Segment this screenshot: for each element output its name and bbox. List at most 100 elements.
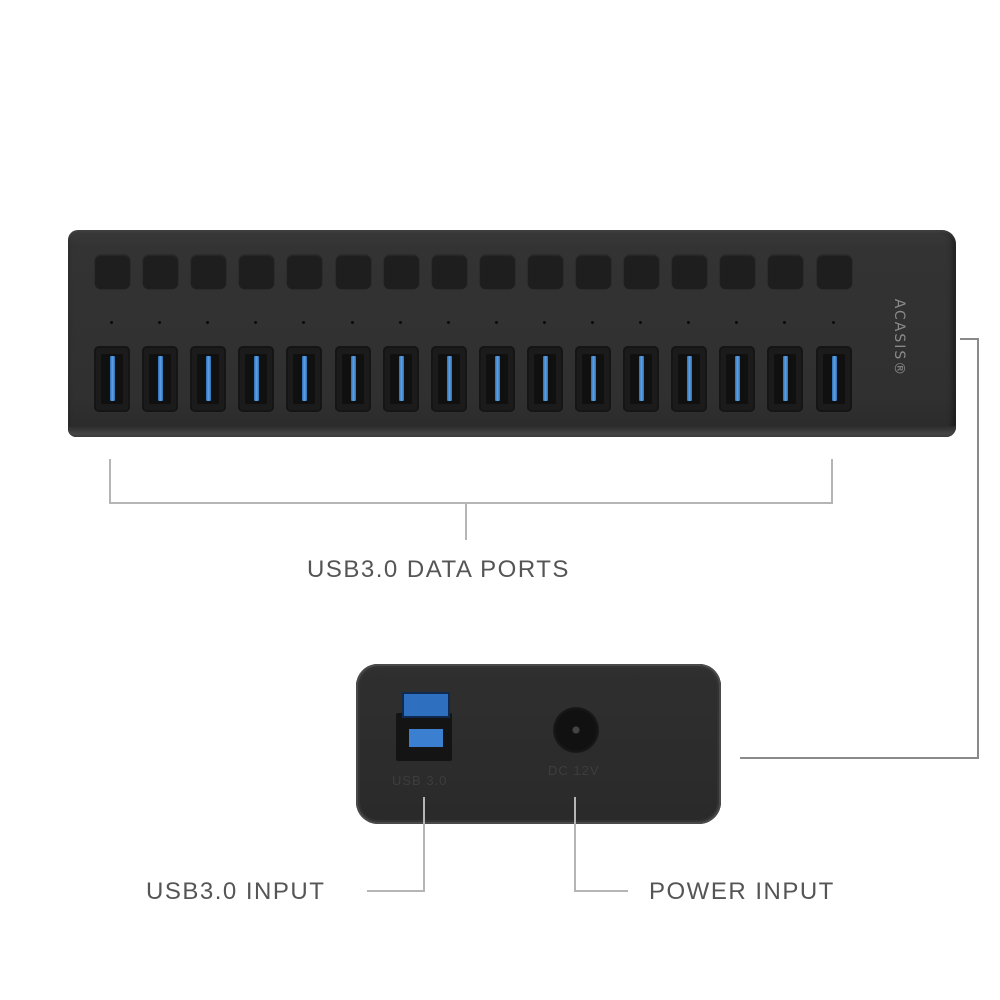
- usb-port-opening: [533, 354, 556, 404]
- usb-input-label: USB3.0 INPUT: [146, 878, 326, 905]
- usb-port-opening: [341, 354, 364, 404]
- port-power-switch-5[interactable]: [287, 255, 323, 289]
- port-led-8: [446, 321, 450, 324]
- bracket-stem-line: [465, 504, 467, 540]
- usb-port-13[interactable]: [671, 346, 708, 412]
- usb-port-tongue: [206, 356, 212, 401]
- usb-port-tongue: [783, 356, 789, 401]
- bracket-left-line: [109, 459, 111, 504]
- port-power-switch-15[interactable]: [768, 255, 804, 289]
- usb-port-opening: [101, 354, 123, 404]
- port-led-2: [158, 321, 162, 324]
- port-led-14: [735, 321, 739, 324]
- port-led-6: [350, 321, 354, 324]
- usb-port-15[interactable]: [767, 346, 804, 412]
- port-power-switch-8[interactable]: [431, 255, 467, 289]
- usb-port-tongue: [542, 356, 548, 401]
- usb-port-7[interactable]: [382, 346, 419, 412]
- power-input-horizontal-line: [574, 890, 628, 892]
- port-power-switch-1[interactable]: [95, 255, 130, 289]
- usb-port-tongue: [494, 356, 500, 401]
- dc-power-jack: [553, 707, 599, 753]
- usb-port-tongue: [302, 356, 308, 401]
- connector-vertical-line: [977, 338, 979, 759]
- port-led-11: [591, 321, 594, 324]
- usb-port-tongue: [350, 356, 356, 401]
- usb-hub-edge: [68, 426, 956, 437]
- port-led-7: [398, 321, 402, 324]
- dc-jack-label: DC 12V: [548, 763, 600, 778]
- port-power-switch-6[interactable]: [335, 255, 371, 289]
- port-power-switch-7[interactable]: [383, 255, 419, 289]
- data-ports-label: USB3.0 DATA PORTS: [307, 556, 570, 583]
- usb-port-opening: [245, 354, 268, 404]
- port-led-3: [206, 321, 210, 324]
- port-led-5: [302, 321, 306, 324]
- usb-port-opening: [293, 354, 316, 404]
- usb-b-port-pin: [409, 729, 443, 747]
- usb-port-12[interactable]: [623, 346, 660, 412]
- port-led-13: [687, 321, 691, 324]
- usb-port-tongue: [254, 356, 260, 401]
- port-power-switch-13[interactable]: [672, 255, 708, 289]
- power-input-label: POWER INPUT: [649, 878, 835, 905]
- usb-port-10[interactable]: [526, 346, 563, 412]
- usb-port-tongue: [687, 356, 693, 401]
- usb-b-port-top: [402, 692, 450, 718]
- port-power-switch-4[interactable]: [239, 255, 275, 289]
- usb-port-opening: [389, 354, 412, 404]
- bracket-horizontal-line: [109, 502, 833, 504]
- usb-port-tongue: [831, 356, 837, 401]
- port-power-switch-16[interactable]: [816, 255, 852, 289]
- usb-port-opening: [582, 354, 604, 404]
- port-power-switch-9[interactable]: [479, 255, 515, 289]
- usb-port-6[interactable]: [334, 346, 371, 412]
- usb-port-tongue: [158, 356, 164, 401]
- port-led-9: [494, 321, 498, 324]
- usb-port-tongue: [446, 356, 452, 401]
- power-input-vertical-line: [574, 797, 576, 892]
- usb-port-opening: [437, 354, 460, 404]
- usb-port-opening: [149, 354, 172, 404]
- port-led-15: [783, 321, 787, 324]
- usb-port-opening: [630, 354, 653, 404]
- port-power-switch-3[interactable]: [191, 255, 227, 289]
- usb-port-4[interactable]: [238, 346, 275, 412]
- usb-port-3[interactable]: [190, 346, 227, 412]
- port-led-16: [831, 321, 835, 324]
- usb-port-9[interactable]: [478, 346, 515, 412]
- usb-port-opening: [678, 354, 701, 404]
- usb-port-opening: [822, 354, 845, 404]
- port-power-switch-2[interactable]: [143, 255, 179, 289]
- usb-port-opening: [726, 354, 749, 404]
- usb-port-2[interactable]: [142, 346, 179, 412]
- usb-port-tongue: [110, 356, 115, 401]
- port-led-1: [110, 321, 113, 324]
- port-power-switch-12[interactable]: [624, 255, 660, 289]
- usb-port-1[interactable]: [94, 346, 130, 412]
- usb-port-16[interactable]: [815, 346, 852, 412]
- usb-port-8[interactable]: [430, 346, 467, 412]
- connector-bottom-line: [740, 757, 979, 759]
- usb-input-vertical-line: [423, 797, 425, 892]
- usb-port-11[interactable]: [575, 346, 611, 412]
- connector-top-line: [960, 338, 979, 340]
- usb-port-5[interactable]: [286, 346, 323, 412]
- usb-port-tongue: [591, 356, 596, 401]
- usb-port-tongue: [735, 356, 741, 401]
- usb-port-opening: [774, 354, 797, 404]
- usb-port-opening: [485, 354, 508, 404]
- port-power-switch-10[interactable]: [527, 255, 563, 289]
- usb-port-14[interactable]: [719, 346, 756, 412]
- port-led-12: [639, 321, 643, 324]
- port-power-switch-14[interactable]: [720, 255, 756, 289]
- brand-logo: ACASIS®: [891, 298, 907, 378]
- usb-input-horizontal-line: [367, 890, 425, 892]
- usb-port-label: USB 3.0: [392, 773, 448, 788]
- usb-port-tongue: [639, 356, 645, 401]
- usb-port-opening: [197, 354, 220, 404]
- port-led-10: [542, 321, 546, 324]
- usb-port-tongue: [398, 356, 404, 401]
- port-led-4: [254, 321, 258, 324]
- port-power-switch-11[interactable]: [576, 255, 611, 289]
